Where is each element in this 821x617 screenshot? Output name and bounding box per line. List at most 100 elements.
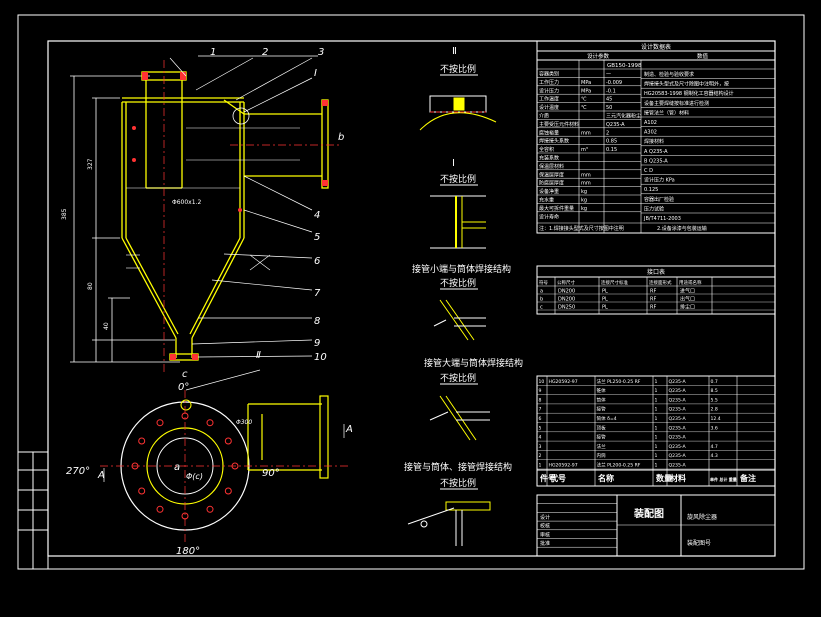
design-note: JB/T4711-2003: [643, 216, 681, 222]
parts-cell: 9: [539, 388, 542, 394]
parts-cell: HG20592-97: [549, 463, 578, 469]
parts-cell: 1: [655, 416, 658, 422]
nozzle-cell: RF: [650, 289, 656, 295]
design-table-header: 设计数据表: [641, 43, 671, 51]
nozzle-cell: PL: [602, 289, 608, 295]
bolt-hole: [138, 487, 146, 495]
parts-cell: 2: [539, 453, 542, 459]
nozzle-cell: PL: [602, 305, 608, 311]
design-row-name: 介质: [539, 113, 549, 120]
nozzle-col-header: 连接尺寸标准: [601, 279, 628, 286]
weld-flange-scale: 不按比例: [440, 477, 476, 489]
parts-header-cell: 数量: [656, 473, 672, 483]
parts-cell: 1: [539, 463, 542, 469]
parts-cell: 1: [655, 407, 658, 413]
parts-header-cell: 件号: [540, 473, 556, 483]
dim-80: 80: [87, 282, 94, 290]
nozzle-table-header: 接口表: [647, 268, 665, 276]
parts-cell: 筒体: [597, 396, 607, 403]
parts-cell: 8: [539, 397, 542, 403]
parts-cell: HG20592-97: [549, 379, 578, 385]
design-note: C D: [644, 168, 653, 174]
design-row-name: 全容积: [539, 146, 554, 153]
design-row-unit: mm: [581, 181, 591, 187]
design-note: B Q235-A: [644, 158, 668, 164]
design-row-unit: kg: [581, 206, 587, 212]
detail-weld-small: 接管小端与筒体焊接结构 不按比例: [412, 263, 511, 341]
angle-90: 90°: [262, 468, 280, 479]
parts-cell: 锥体: [597, 387, 607, 394]
nozzle-col-header: 公称尺寸: [557, 279, 575, 286]
parts-cell: 法兰 PL200-0.25 RF: [597, 462, 641, 469]
company-name: 旋风除尘器: [687, 513, 717, 521]
nozzle-cell: 排尘口: [680, 304, 695, 311]
top-view: 0° 90° 180° 270° A A a Φ(c) Φ300: [66, 369, 353, 557]
parts-cell: 4: [539, 435, 542, 441]
design-row-name: 腐蚀裕量: [539, 129, 559, 136]
design-note: A Q235-A: [644, 149, 668, 155]
bolt-hole: [156, 505, 164, 513]
title-row-label: 校核: [540, 523, 550, 530]
parts-cell: Q235-A: [669, 463, 687, 469]
part-10: 10: [314, 352, 327, 363]
design-note: 容器出厂检验: [644, 196, 674, 203]
bolt-hole: [206, 505, 214, 513]
left-margin-block: [17, 451, 49, 570]
nozzle-cell: 出气口: [680, 296, 695, 303]
section-a-right: A: [345, 424, 353, 435]
part-3: 3: [318, 47, 324, 58]
cyclone-body: [121, 71, 329, 361]
parts-cell: Q235-A: [669, 425, 687, 431]
design-row-value: 0.15: [606, 147, 617, 153]
design-row-name: 工作压力: [539, 79, 559, 86]
parts-header-cell: 名称: [598, 473, 614, 483]
nozzle-cell: a: [540, 289, 543, 295]
design-note: 设备主要焊缝按标准进行检测: [644, 100, 709, 107]
dim-385: 385: [61, 208, 68, 220]
design-row-name: 充水重: [539, 197, 554, 204]
drawing-number: 装配图号: [687, 539, 711, 547]
design-row-name: 设计温度: [539, 104, 559, 111]
bolt-hole: [206, 419, 214, 427]
front-dim-labels: 385 327 80 40 Φ600x1.2: [61, 158, 201, 330]
parts-cell: Q235-A: [669, 435, 687, 441]
bolt-hole: [138, 437, 146, 445]
detail-ii: Ⅱ 不按比例: [419, 46, 497, 131]
design-footer2: 2.设备涂漆与包装运输: [657, 225, 707, 232]
flange-dots: [132, 72, 328, 360]
part-5: 5: [314, 232, 320, 243]
center-lines: [163, 60, 340, 372]
bolt-hole: [224, 487, 232, 495]
detail-ii-scale: 不按比例: [440, 63, 476, 75]
design-note: 制造、检验与验收要求: [644, 71, 694, 78]
angle-180: 180°: [176, 546, 200, 557]
top-dim-label: Φ300: [236, 419, 252, 426]
parts-cell: 6: [539, 416, 542, 422]
parts-header-cell: 材料: [670, 473, 686, 483]
parts-cell: Q235-A: [669, 388, 687, 394]
design-row-name: 焊接接头系数: [539, 138, 569, 145]
top-inlet-duct: [247, 395, 329, 479]
part-8: 8: [314, 316, 320, 327]
nozzle-c-label: c: [182, 369, 188, 380]
design-footer: 注：1.焊接接头型式及尺寸按图中注明: [539, 225, 624, 232]
design-col-param: 设计参数: [587, 52, 610, 60]
parts-cell: 内筒: [597, 452, 607, 459]
parts-header-cell: 单件 总计 重量: [710, 476, 737, 482]
nozzle-col-header: 符号: [539, 279, 548, 286]
design-row-name: 设计压力: [539, 87, 559, 94]
front-dimensions: [70, 75, 180, 363]
design-row-value: 一: [606, 72, 611, 78]
design-row-unit: ℃: [581, 105, 587, 111]
parts-cell: 1: [655, 397, 658, 403]
drawing-title: 装配图: [633, 507, 664, 520]
part-2: 2: [262, 47, 268, 58]
parts-cell: 1: [655, 444, 658, 450]
parts-cell: Q235-A: [669, 397, 687, 403]
angle-270: 270°: [66, 466, 90, 477]
weld-large-title: 接管大端与筒体焊接结构: [424, 357, 523, 369]
design-row-unit: MPa: [581, 88, 591, 94]
